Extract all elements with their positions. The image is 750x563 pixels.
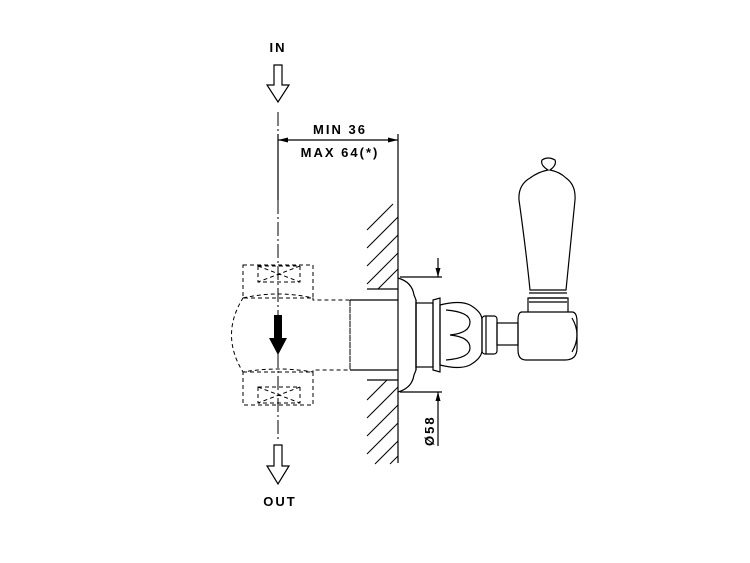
depth-min-label: MIN 36: [313, 122, 367, 137]
flange-diameter-dimension: Ø58: [400, 258, 442, 446]
depth-dimension: MIN 36 MAX 64(*): [277, 122, 399, 205]
depth-max-label: MAX 64(*): [301, 145, 380, 160]
wall-section: [366, 203, 399, 465]
outlet-arrow-icon: [265, 444, 291, 486]
flange-diameter-label: Ø58: [422, 415, 437, 446]
inlet-label: IN: [270, 40, 287, 55]
inlet-arrow-icon: [265, 64, 291, 104]
concealed-valve-body: [231, 264, 351, 406]
lever-handle[interactable]: [517, 157, 578, 361]
outlet-label: OUT: [263, 494, 296, 509]
spindle-pipe: [350, 299, 398, 371]
valve-cover: [415, 297, 519, 373]
wall-flange: [397, 277, 417, 393]
flow-direction-arrow-icon: [269, 315, 287, 355]
